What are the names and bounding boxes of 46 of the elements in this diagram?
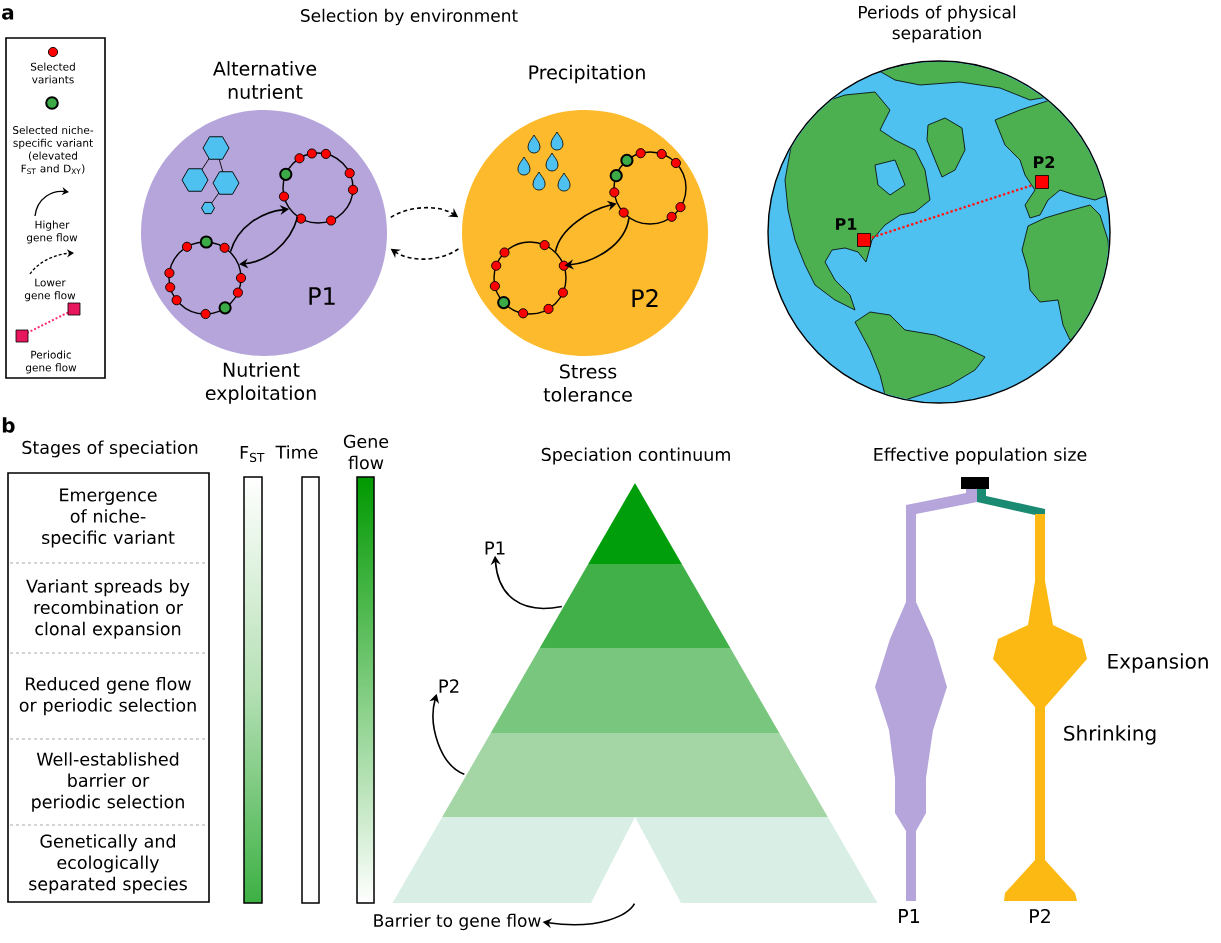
panel-heading: Selection by environment [301,8,518,26]
column-heading: Gene flow [343,434,389,470]
column-heading: F$_{ST}$ [240,445,265,463]
arrow-label: P1 [485,541,505,555]
annotation: Expansion [1108,653,1208,673]
globe-heading: Periods of physical separation [859,5,1016,43]
variant-ring [609,148,687,225]
arrow [239,216,299,269]
circle-heading: Alternative nutrient [213,61,317,99]
circle-caption: Stress tolerance [543,364,632,402]
stage-text: Emergence of niche-specific variant [42,488,175,548]
legend-text: Lower gene flow [24,278,76,302]
population-label: P1 [899,909,920,923]
legend-text: Selected niche-specific variant (elevated F$_{ST}$ and D$_{XY}$) [13,125,94,175]
population-label: P1 [309,287,335,305]
pyramid-layer [392,817,878,903]
stage-text: Reduced gene flow or periodic selection [19,676,196,716]
stage-text: Well-established barrier or periodic selection [32,752,184,812]
population-label: P2 [632,289,658,307]
pyramid-layer [490,648,780,733]
column-heading: Stages of speciation [22,440,198,458]
panel-letter: b [2,417,15,433]
site-label: P1 [836,218,857,230]
variant-ring [489,240,569,319]
circle-caption: Nutrient exploitation [205,362,316,404]
variant-ring [278,148,359,226]
stage-text: Genetically and ecologically separated species [29,834,187,894]
circle-heading: Precipitation [529,64,645,84]
population-label: P2 [1030,908,1050,924]
panel-letter: a [2,8,14,20]
pyramid-layer [442,733,828,817]
panel-heading: Effective population size [874,447,1087,465]
pyramid-layer [588,483,682,564]
variant-ring [164,235,247,320]
panel-heading: Speciation continuum [541,447,730,465]
arrow-label: P2 [439,679,459,693]
pyramid-layer [539,564,731,648]
annotation: Shrinking [1064,725,1156,745]
stage-text: Variant spreads by recombination or clonal expansion [26,579,190,639]
column-heading: Time [275,445,318,459]
legend-text: Periodic gene flow [25,350,77,374]
arrow-label: Barrier to gene flow [374,913,541,931]
site-label: P2 [1034,156,1055,168]
dotted-line [871,183,1035,239]
legend-text: Higher gene flow [26,220,78,244]
legend-text: Selected variants [30,62,75,84]
